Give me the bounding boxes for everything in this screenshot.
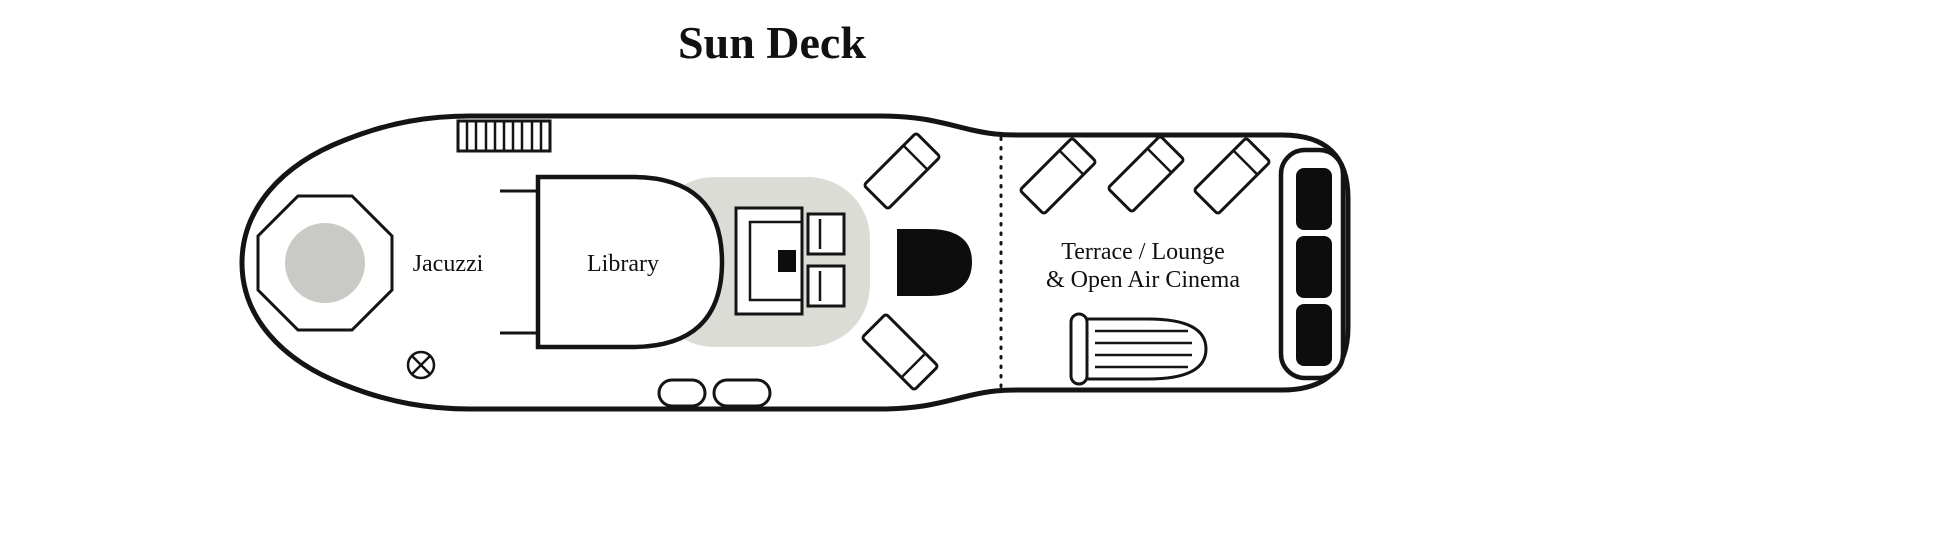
stairs-hatch [456,119,552,153]
sun-lounger-center-top [863,132,941,210]
sunbed-headboard [1069,312,1089,386]
library-outline [535,174,725,350]
sofa-group [734,206,846,316]
terrace-label-line2: & Open Air Cinema [1046,267,1240,293]
lounger-body [863,132,941,210]
library-room [500,174,725,350]
sun-lounger-terrace-1 [1019,137,1097,215]
bar-counter [897,229,972,296]
sofa-inner [748,220,802,302]
stern-stair-step-2 [1296,236,1332,298]
stern-stair-step-1 [1296,168,1332,230]
sun-lounger-center-bottom [861,313,939,391]
sunbed-body [1083,317,1208,381]
stern-stairs [1278,147,1346,381]
lounger-body [1019,137,1097,215]
sun-lounger-terrace-3 [1193,137,1271,215]
side-table-black [778,250,796,272]
lounger-pillow-line [902,144,929,171]
lounger-pillow-line [1146,147,1173,174]
jacuzzi [256,194,394,332]
terrace-label-line1: Terrace / Lounge [1061,239,1225,265]
sunbed-slats [1095,329,1192,369]
library-label: Library [587,251,659,277]
lounger-pillow-line [900,352,927,379]
circled-x-symbol [406,350,436,380]
circled-x-stroke-2 [411,355,431,375]
jacuzzi-water [285,223,365,303]
stool-2 [712,378,772,408]
sun-lounger-terrace-2 [1107,135,1185,213]
jacuzzi-label: Jacuzzi [413,251,484,277]
armchair-1 [806,212,846,256]
armchair-2 [806,264,846,308]
double-sunbed [1069,312,1208,386]
lounger-pillow-line [1058,149,1085,176]
lounger-body [1193,137,1271,215]
stairs-treads [465,121,543,151]
stern-stair-step-3 [1296,304,1332,366]
deck-title: Sun Deck [678,17,866,68]
lounger-pillow-line [1232,149,1259,176]
stool-1 [657,378,707,408]
lounger-body [1107,135,1185,213]
lounger-body [861,313,939,391]
